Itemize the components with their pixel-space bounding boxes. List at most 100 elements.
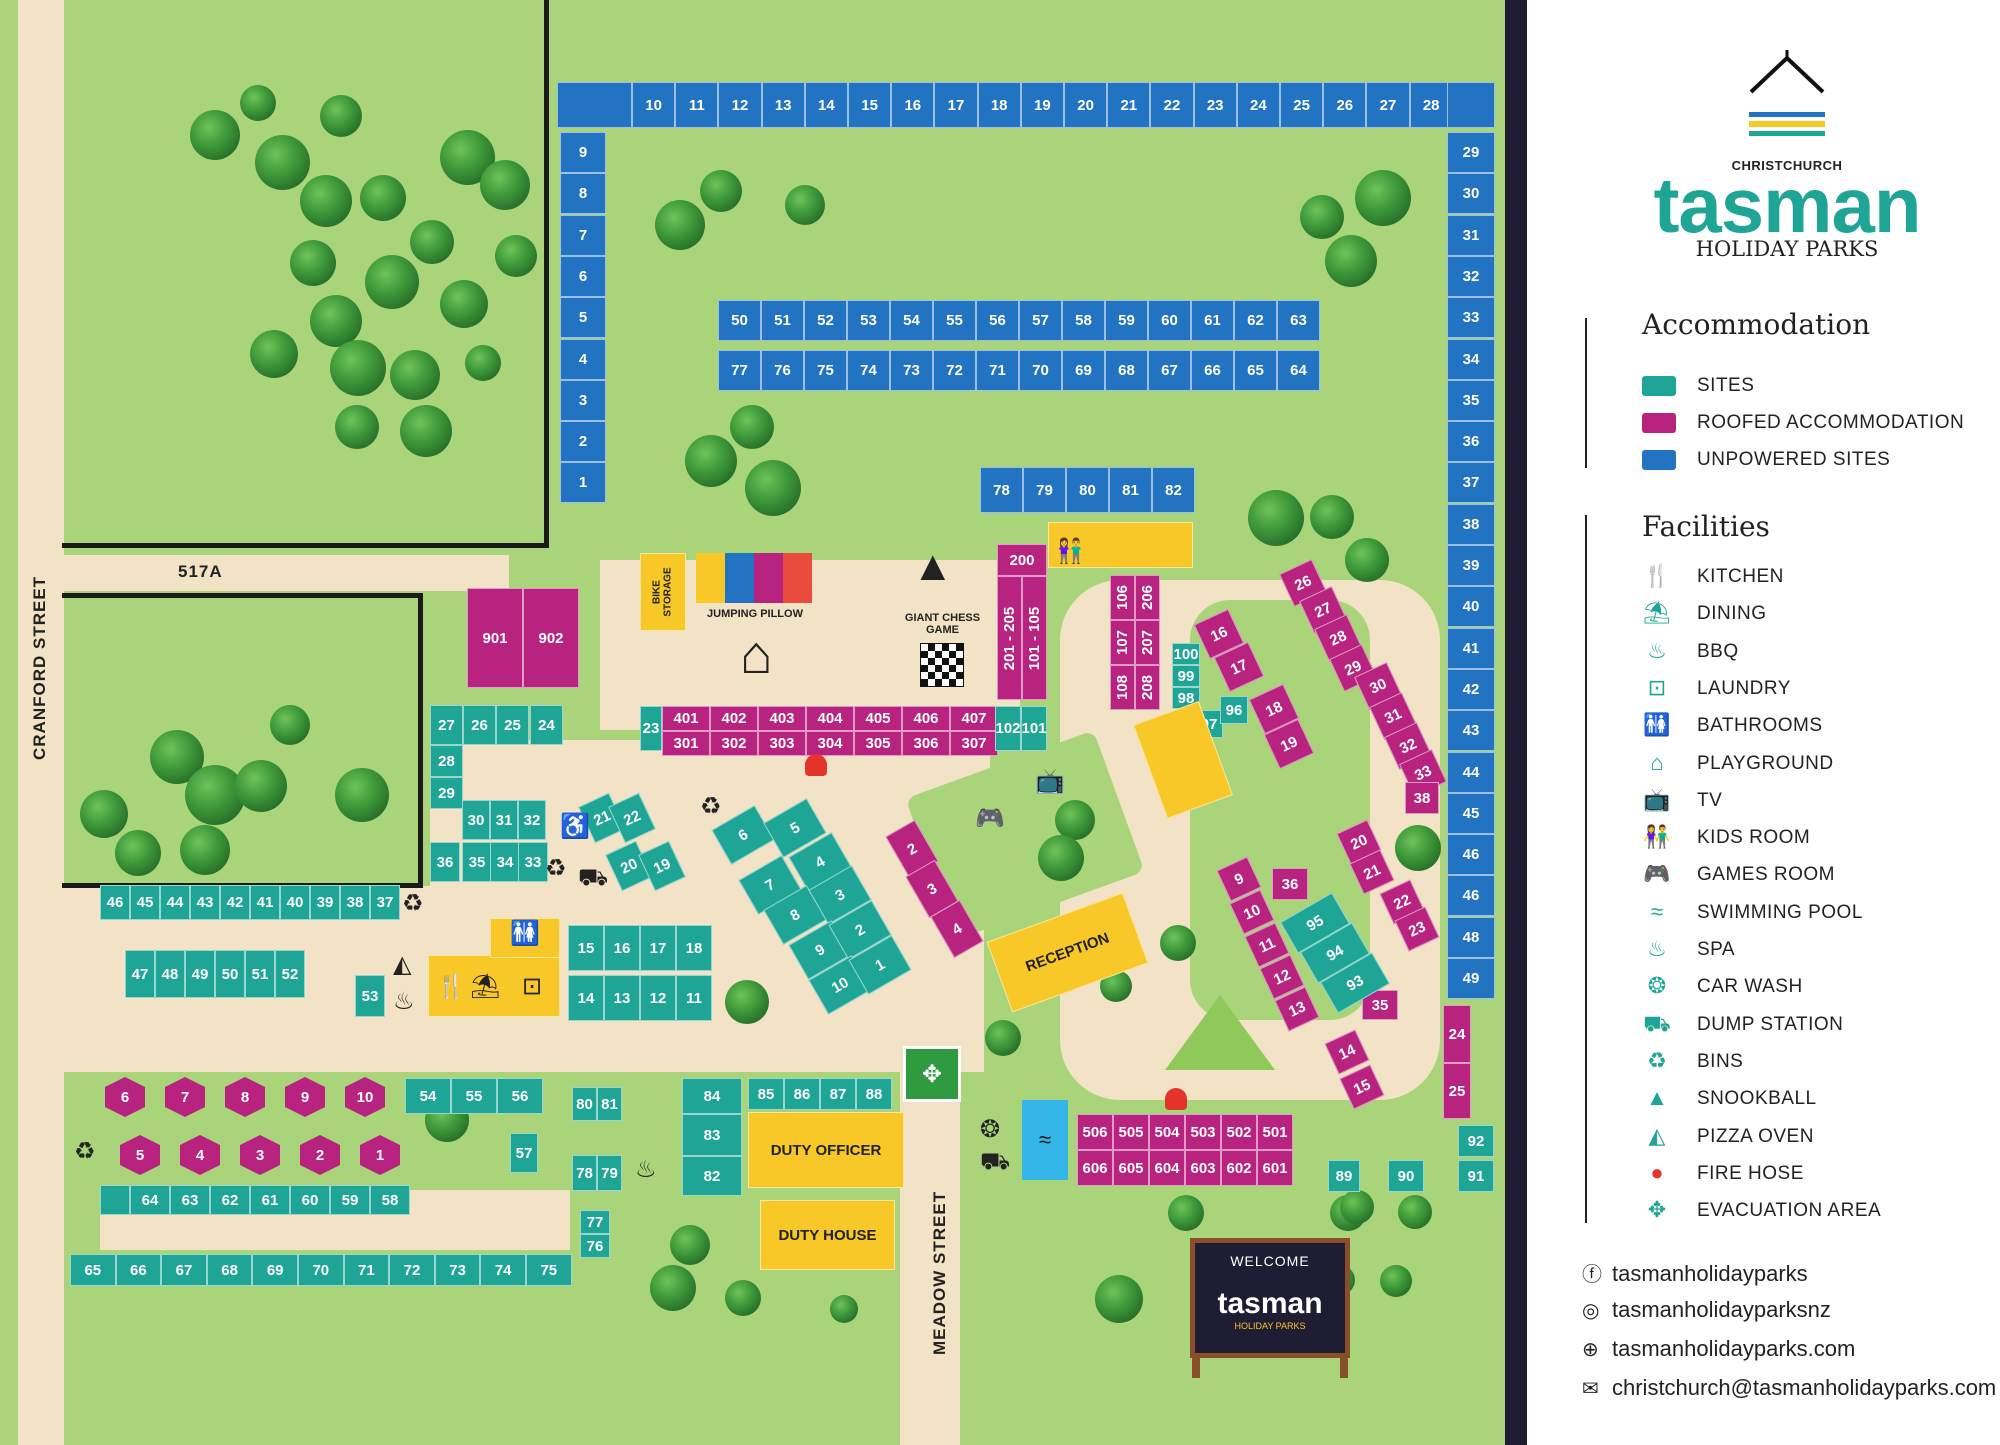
site-lot[interactable]: 47: [125, 950, 155, 998]
site-lot[interactable]: 85: [748, 1078, 784, 1110]
unpowered-site[interactable]: 68: [1105, 350, 1148, 391]
roofed-unit[interactable]: 403: [758, 706, 806, 731]
unpowered-site[interactable]: 43: [1447, 710, 1495, 752]
site-lot[interactable]: 96: [1220, 696, 1248, 724]
site-lot[interactable]: 39: [310, 885, 340, 920]
roofed-hex-unit[interactable]: 2: [300, 1135, 340, 1175]
roofed-hex-unit[interactable]: 4: [180, 1135, 220, 1175]
unpowered-site[interactable]: 54: [890, 300, 933, 341]
site-lot[interactable]: 17: [640, 925, 676, 971]
site-lot[interactable]: 53: [355, 975, 385, 1017]
unpowered-site[interactable]: 13: [761, 82, 805, 128]
unpowered-site[interactable]: 78: [980, 467, 1023, 513]
roofed-unit[interactable]: 404: [806, 706, 854, 731]
unpowered-site[interactable]: 42: [1447, 668, 1495, 710]
jumping-pillow[interactable]: [696, 553, 812, 603]
unpowered-site[interactable]: 33: [1447, 297, 1495, 339]
unpowered-site[interactable]: 46: [1447, 875, 1495, 917]
site-lot[interactable]: 51: [245, 950, 275, 998]
site-lot[interactable]: 101: [1021, 706, 1047, 751]
site-lot[interactable]: 90: [1388, 1160, 1424, 1192]
unpowered-site[interactable]: 46: [1447, 834, 1495, 876]
unpowered-site[interactable]: 35: [1447, 379, 1495, 421]
unpowered-site-corner[interactable]: [1447, 82, 1495, 128]
site-lot[interactable]: 48: [155, 950, 185, 998]
site-lot[interactable]: 52: [275, 950, 305, 998]
site-lot[interactable]: 13: [604, 975, 640, 1021]
unpowered-site[interactable]: 45: [1447, 792, 1495, 834]
roofed-unit[interactable]: 305: [854, 731, 902, 756]
site-lot[interactable]: 68: [206, 1254, 253, 1286]
email-contact[interactable]: ✉christchurch@tasmanholidayparks.com: [1582, 1375, 1996, 1401]
unpowered-site[interactable]: 24: [1236, 82, 1280, 128]
site-lot[interactable]: 77: [580, 1210, 610, 1234]
unpowered-site[interactable]: 49: [1447, 958, 1495, 999]
site-lot[interactable]: 82: [682, 1156, 742, 1196]
bathroom-block[interactable]: [490, 918, 560, 958]
site-lot[interactable]: 66: [115, 1254, 162, 1286]
unpowered-site[interactable]: 32: [1447, 255, 1495, 297]
unpowered-site[interactable]: 70: [1019, 350, 1062, 391]
site-lot[interactable]: 31: [490, 800, 518, 840]
unpowered-site[interactable]: 56: [976, 300, 1019, 341]
kitchen-block[interactable]: [428, 955, 560, 1017]
unpowered-site[interactable]: 55: [933, 300, 976, 341]
unpowered-site[interactable]: 77: [718, 350, 761, 391]
unpowered-site[interactable]: 39: [1447, 545, 1495, 586]
site-lot[interactable]: 55: [451, 1078, 497, 1114]
unpowered-site-corner[interactable]: [557, 82, 632, 128]
site-lot[interactable]: 91: [1458, 1160, 1494, 1192]
unpowered-site[interactable]: 10: [632, 82, 676, 128]
site-lot[interactable]: 84: [682, 1078, 742, 1114]
roofed-unit[interactable]: 303: [758, 731, 806, 756]
roofed-hex-unit[interactable]: 7: [165, 1077, 205, 1117]
roofed-hex-unit[interactable]: 5: [120, 1135, 160, 1175]
site-lot[interactable]: 61: [250, 1185, 290, 1215]
site-lot[interactable]: 57: [510, 1133, 538, 1173]
unpowered-site[interactable]: 60: [1148, 300, 1191, 341]
unpowered-site[interactable]: 66: [1191, 350, 1234, 391]
roofed-unit[interactable]: 402: [710, 706, 758, 731]
unpowered-site[interactable]: 2: [560, 421, 606, 463]
site-lot[interactable]: 67: [161, 1254, 207, 1286]
site-lot[interactable]: 87: [820, 1078, 856, 1110]
unpowered-site[interactable]: 59: [1105, 300, 1148, 341]
unpowered-site[interactable]: 64: [1277, 350, 1320, 391]
roofed-unit[interactable]: 901: [467, 588, 523, 688]
unpowered-site[interactable]: 71: [976, 350, 1019, 391]
roofed-unit[interactable]: 602: [1221, 1150, 1257, 1186]
site-lot[interactable]: 92: [1458, 1125, 1494, 1157]
site-lot[interactable]: 99: [1172, 665, 1200, 687]
roofed-unit[interactable]: 101 - 105: [1022, 576, 1047, 700]
unpowered-site[interactable]: 19: [1020, 82, 1064, 128]
unpowered-site[interactable]: 63: [1277, 300, 1320, 341]
unpowered-site[interactable]: 58: [1062, 300, 1105, 341]
site-lot[interactable]: 81: [597, 1087, 622, 1121]
unpowered-site[interactable]: 30: [1447, 173, 1495, 215]
site-lot[interactable]: 26: [463, 705, 496, 745]
roofed-unit[interactable]: 200: [997, 544, 1047, 576]
instagram-contact[interactable]: ◎tasmanholidayparksnz: [1582, 1297, 1831, 1323]
roofed-unit[interactable]: 304: [806, 731, 854, 756]
site-lot[interactable]: 83: [682, 1114, 742, 1156]
unpowered-site[interactable]: 57: [1019, 300, 1062, 341]
unpowered-site[interactable]: 12: [718, 82, 762, 128]
swimming-pool[interactable]: ≈: [1022, 1100, 1068, 1180]
unpowered-site[interactable]: 76: [761, 350, 804, 391]
site-lot[interactable]: 64: [130, 1185, 170, 1215]
site-lot[interactable]: 76: [580, 1234, 610, 1258]
roofed-unit[interactable]: 401: [662, 706, 710, 731]
unpowered-site[interactable]: 53: [847, 300, 890, 341]
site-lot[interactable]: 37: [370, 885, 400, 920]
roofed-unit[interactable]: 606: [1077, 1150, 1113, 1186]
site-lot[interactable]: 88: [856, 1078, 892, 1110]
roofed-unit[interactable]: 604: [1149, 1150, 1185, 1186]
site-lot[interactable]: 29: [430, 777, 463, 809]
unpowered-site[interactable]: 11: [675, 82, 719, 128]
unpowered-site[interactable]: 4: [560, 338, 606, 380]
unpowered-site[interactable]: 8: [560, 173, 606, 215]
site-lot[interactable]: 49: [185, 950, 215, 998]
unpowered-site[interactable]: 26: [1323, 82, 1367, 128]
site-lot[interactable]: 74: [480, 1254, 526, 1286]
unpowered-site[interactable]: 1: [560, 462, 606, 504]
